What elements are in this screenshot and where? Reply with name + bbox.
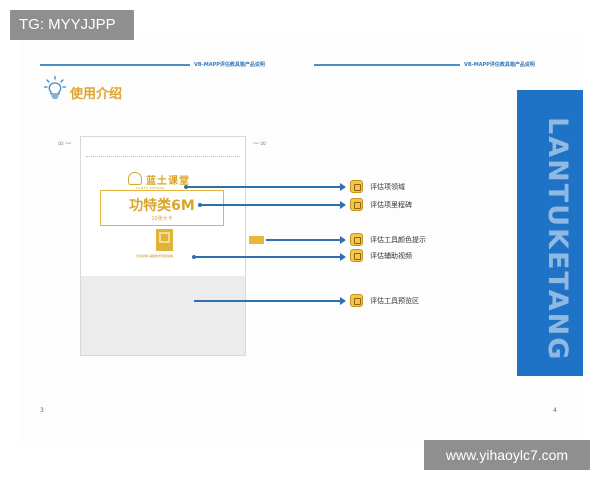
drawstring-left-icon: ∞~ [57,139,73,149]
header-line-left [40,64,190,66]
milestone-icon [350,198,363,211]
product-title-box: 功特类6M 10张大卡 [100,190,224,226]
qr-code-icon [156,229,173,251]
bag-seam [86,156,240,157]
brand-logo: 蓝土课堂 [128,172,218,187]
color-swatch [249,236,264,244]
pointer-arrow-5 [194,297,346,305]
legend-label-milestone: 评估项里程碑 [370,201,412,209]
pointer-arrow-1 [186,183,346,191]
product-title: 功特类6M [129,198,195,214]
lightbulb-icon [44,76,66,99]
video-icon [350,249,363,262]
preview-icon [350,294,363,307]
legend-label-domain: 评估项领域 [370,183,405,191]
product-subtitle: 10张大卡 [151,216,173,222]
legend-label-video: 评估辅助视频 [370,252,412,260]
brand-mark-icon [128,172,142,185]
preview-area [81,276,245,355]
header-text-right: VB-MAPP评估教具箱产品说明 [464,62,535,68]
url-watermark: www.yihaoylc7.com [424,440,590,470]
pointer-arrow-4 [194,253,346,261]
domain-icon [350,180,363,193]
pointer-arrow-2 [200,201,346,209]
tg-watermark: TG: MYYJJPP [10,10,134,40]
section-title: 使用介绍 [70,87,123,102]
page-number-left: 3 [40,407,44,414]
side-band-text: LANTUKETANG [542,117,573,362]
pointer-arrow-3 [266,236,346,244]
side-band [517,90,583,376]
header-text-left: VB-MAPP评估教具箱产品说明 [194,62,265,68]
legend-label-color-hint: 评估工具颜色提示 [370,236,426,244]
header-line-right [314,64,460,66]
brand-name: 蓝土课堂 [146,176,190,187]
qr-caption: 扫码观看 辅助教学视频讲解 [136,254,173,258]
legend-label-preview: 评估工具预览区 [370,297,419,305]
page-number-right: 4 [553,407,557,414]
brand-subtext: LANTU KETANG [136,186,166,190]
drawstring-right-icon: ~∞ [252,139,268,149]
color-hint-icon [350,233,363,246]
